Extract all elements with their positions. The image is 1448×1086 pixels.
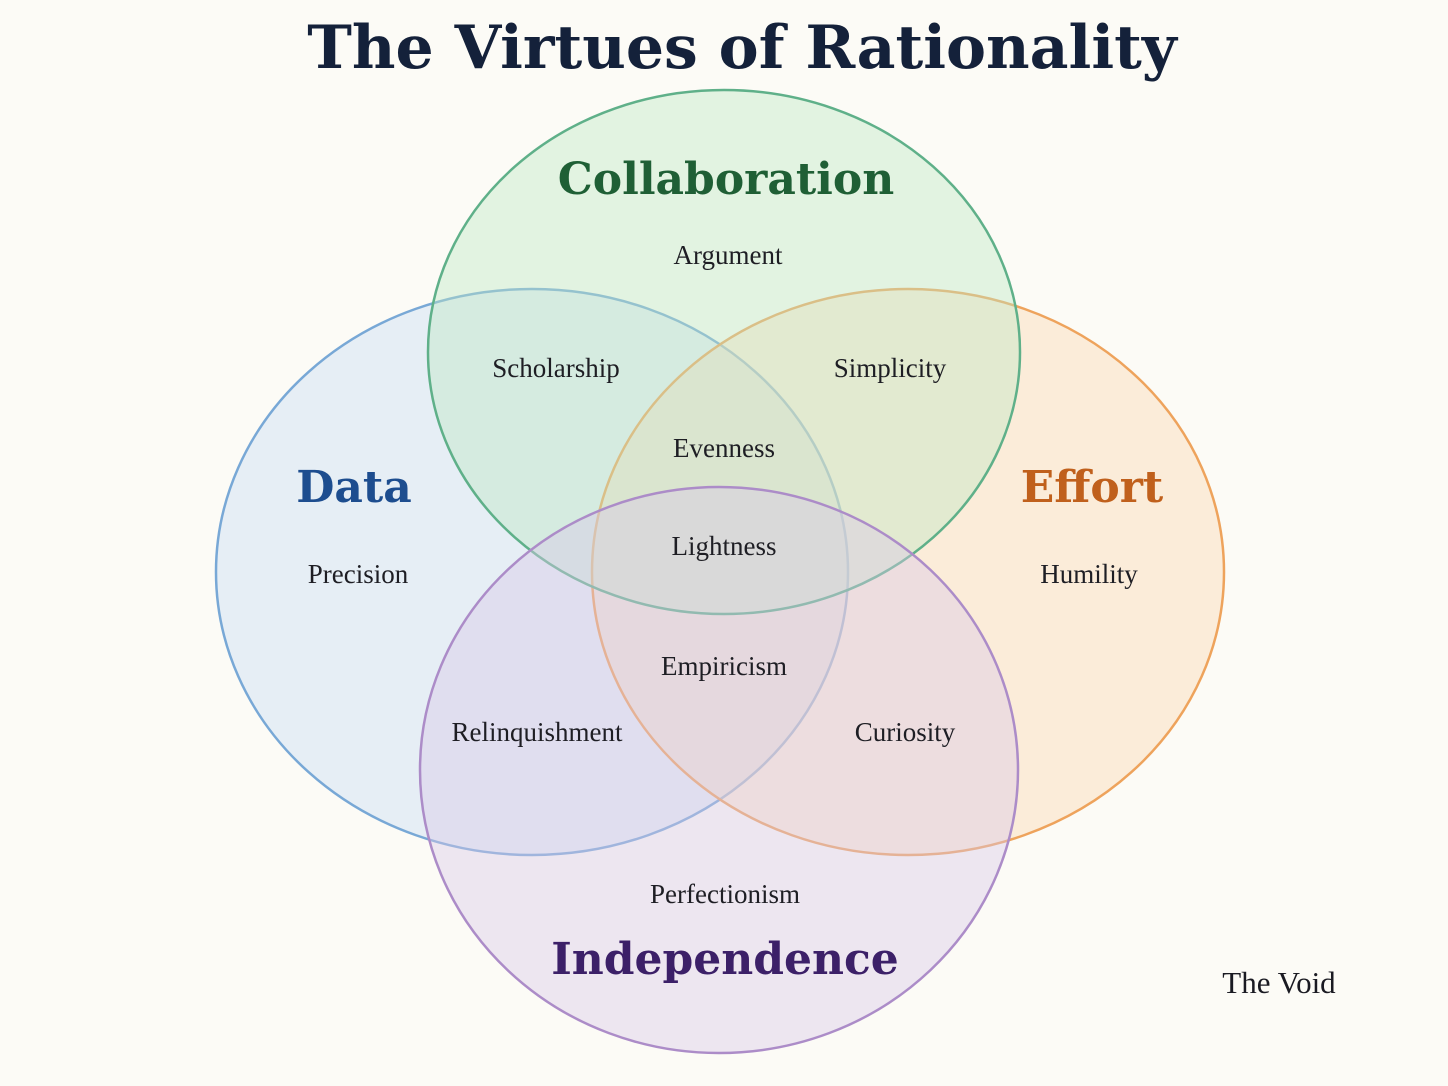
region-argument: Argument xyxy=(674,240,783,270)
region-precision: Precision xyxy=(308,559,409,589)
collaboration-label: Collaboration xyxy=(558,154,895,205)
independence-circle xyxy=(418,485,1020,1055)
data-label: Data xyxy=(296,462,412,513)
region-empiricism: Empiricism xyxy=(661,651,787,681)
region-relinquishment: Relinquishment xyxy=(452,717,623,747)
region-curiosity: Curiosity xyxy=(855,717,956,747)
credit-text: The Void xyxy=(1222,965,1336,1000)
effort-label: Effort xyxy=(1021,462,1164,513)
region-perfectionism: Perfectionism xyxy=(650,879,800,909)
diagram-title: The Virtues of Rationality xyxy=(307,13,1179,83)
region-evenness: Evenness xyxy=(673,433,775,463)
independence-label: Independence xyxy=(551,934,899,985)
region-simplicity: Simplicity xyxy=(834,353,947,383)
region-humility: Humility xyxy=(1040,559,1138,589)
region-lightness: Lightness xyxy=(672,531,777,561)
effort-circle xyxy=(590,287,1226,857)
region-scholarship: Scholarship xyxy=(492,353,620,383)
data-circle xyxy=(214,287,850,857)
collaboration-circle xyxy=(426,88,1022,616)
